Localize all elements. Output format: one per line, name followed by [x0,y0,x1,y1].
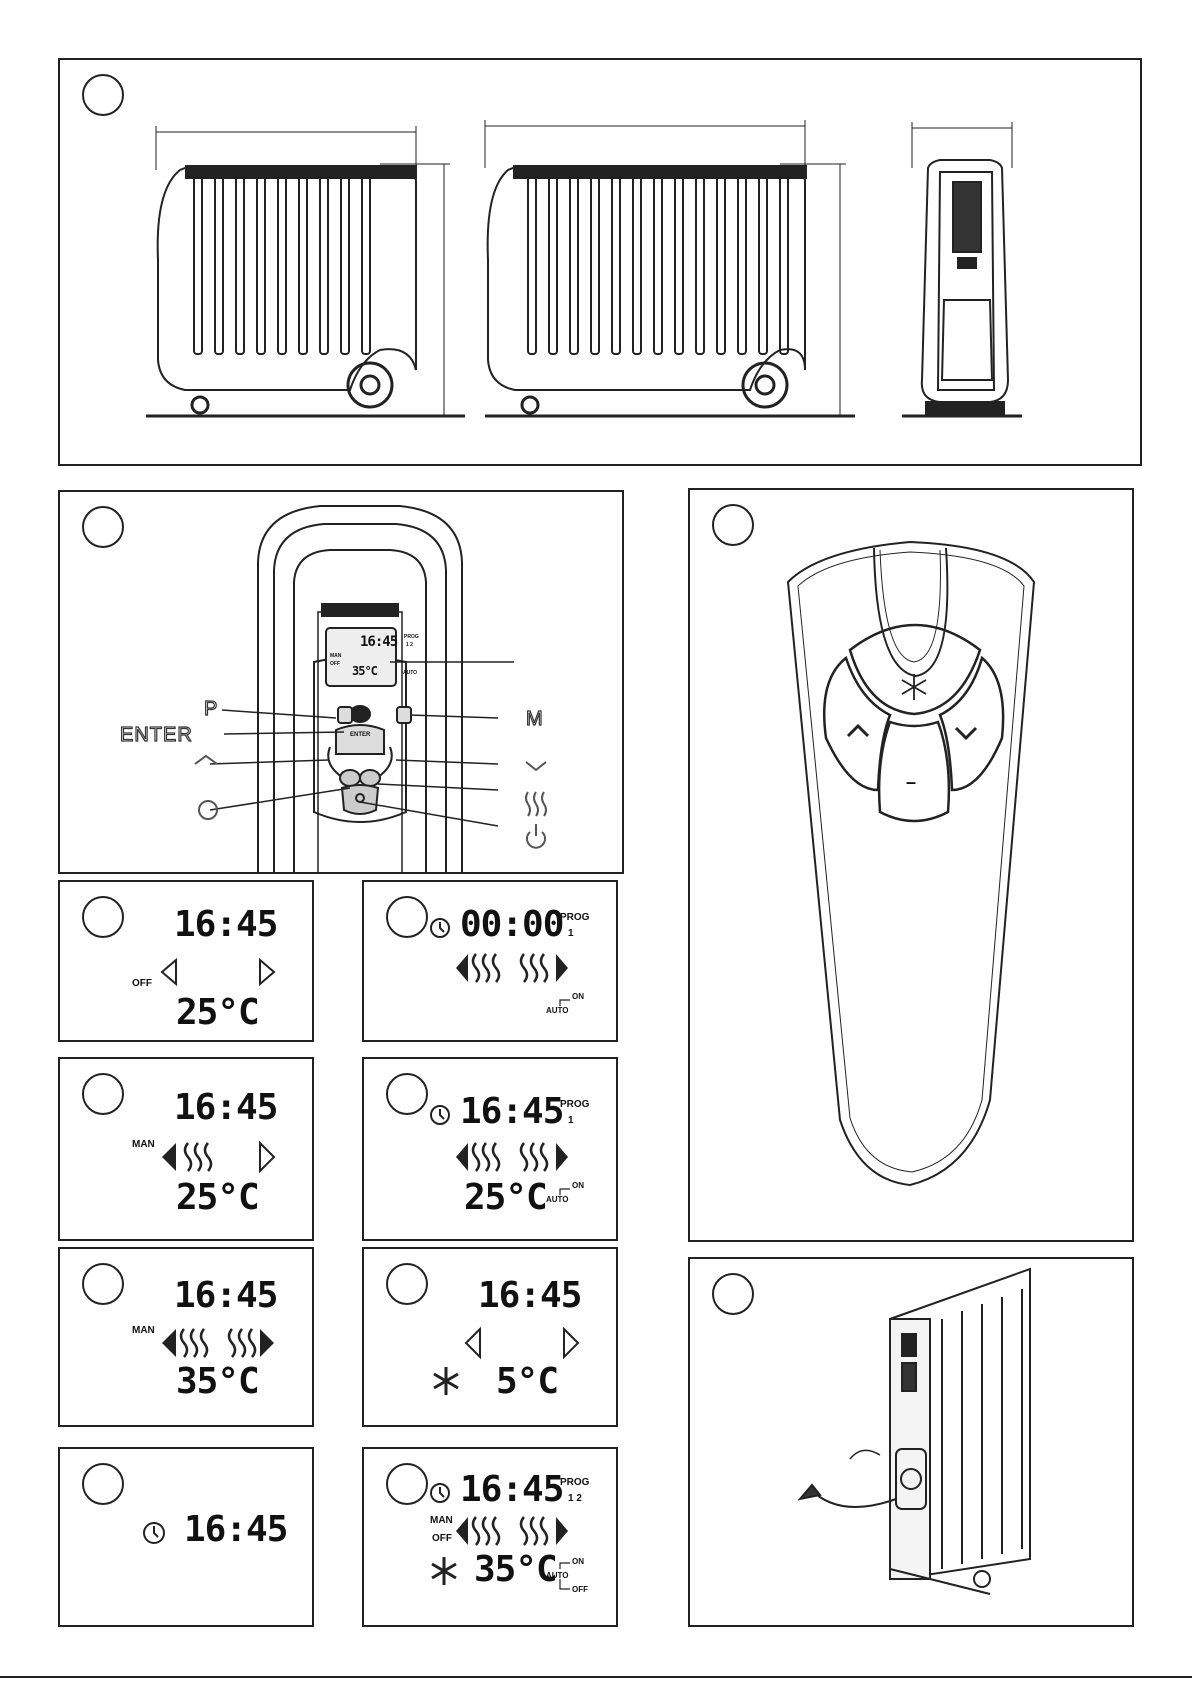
up-arrow-key-icon [848,726,868,736]
screen-full-display-auto: AUTO [546,1571,569,1580]
screen-program-active-time: 16:45 [460,1091,563,1132]
radiator-fin [549,176,557,354]
screen-full-display-temp: 35°C [474,1549,557,1590]
snowflake-icon [902,674,926,700]
radiator-fin [257,176,265,354]
heater-fins-large [528,176,788,354]
radiator-fin [320,176,328,354]
screen-clock-time: 16:45 [184,1509,287,1550]
radiator-fin [759,176,767,354]
screen-program-set-time: 00:00 [460,904,563,945]
control-panel-drawing [60,492,624,874]
screen-full-display: 16:45 PROG 1 2 MAN OFF 35°C ON AUTO OFF [362,1447,618,1627]
screen-program-active-prog-num: 1 [568,1115,574,1126]
radiator-fin [194,176,202,354]
minus-key-label[interactable]: – [906,772,916,793]
control-panel-figure: 16:45 PROG 1 2 MAN OFF 35°C AUTO ENTER P… [58,490,624,874]
dimensions-panel [58,58,1142,466]
screen-frost: 16:45 5°C [362,1247,618,1427]
screen-program-active: 16:45 PROG 1 25°C ON AUTO [362,1057,618,1241]
control-closeup-figure: – [688,488,1134,1242]
screen-program-set: 00:00 PROG 1 ON AUTO [362,880,618,1042]
screen-off: 16:45 OFF 25°C [58,880,314,1042]
control-closeup-drawing [690,490,1134,1242]
screen-full-display-prog-num: 1 2 [568,1493,582,1504]
screen-program-active-temp: 25°C [464,1177,547,1218]
label-p: P [204,698,218,721]
screen-full-display-on: ON [572,1557,584,1566]
screen-manual-35: 16:45 MAN 35°C [58,1247,314,1427]
heater-front-small [156,126,450,416]
screen-full-display-man: MAN [430,1515,453,1526]
lcd-temp-mini: 35°C [352,664,377,678]
screen-full-display-off: OFF [432,1533,452,1544]
screen-off-temp: 25°C [176,992,259,1033]
down-arrow-icon [526,762,546,770]
heater-fins-small [194,176,370,354]
screen-program-set-on: ON [572,992,584,1001]
radiator-fin [612,176,620,354]
down-arrow-key-icon [956,728,976,738]
screen-program-active-on: ON [572,1181,584,1190]
radiator-fin [299,176,307,354]
radiator-fin [362,176,370,354]
lcd-time-mini: 16:45 [360,634,397,650]
lcd-man-mini: MAN [330,653,341,659]
cable-storage-drawing [690,1259,1134,1627]
radiator-fin [341,176,349,354]
screen-program-set-prog-num: 1 [568,928,574,939]
lcd-auto-mini: AUTO [403,670,417,676]
radiator-fin [278,176,286,354]
screen-frost-temp: 5°C [496,1361,558,1402]
screen-full-display-off2: OFF [572,1585,588,1594]
power-icon [527,824,545,848]
screen-manual-35-temp: 35°C [176,1361,259,1402]
radiator-fin [654,176,662,354]
screen-full-display-time: 16:45 [460,1469,563,1510]
screen-manual-25: 16:45 MAN 25°C [58,1057,314,1241]
screen-manual-25-temp: 25°C [176,1177,259,1218]
radiator-fin [780,176,788,354]
up-arrow-icon [195,756,217,764]
label-m: M [526,708,544,731]
radiator-fin [528,176,536,354]
radiator-fin [696,176,704,354]
label-enter: ENTER [120,724,193,747]
cable-storage-figure [688,1257,1134,1627]
radiator-fin [215,176,223,354]
heat-icon [526,792,546,816]
enter-key-label[interactable]: ENTER [350,732,370,738]
snowflake-icon [432,1557,456,1585]
screen-program-set-prog: PROG [560,912,589,923]
heater-side-view [902,122,1022,416]
radiator-fin [738,176,746,354]
radiator-fin [591,176,599,354]
radiator-fin [633,176,641,354]
radiator-fin [717,176,725,354]
dimensions-drawing [60,60,1142,466]
screen-frost-icons [364,1249,618,1427]
radiator-fin [236,176,244,354]
radiator-fin [675,176,683,354]
page-bottom-rule [0,1676,1192,1678]
lcd-prog-mini: PROG [404,634,419,640]
heater-front-large [485,120,846,416]
screen-full-display-prog: PROG [560,1477,589,1488]
screen-clock: 16:45 [58,1447,314,1627]
snowflake-icon [434,1367,458,1395]
screen-program-active-auto: AUTO [546,1195,569,1204]
lcd-prog-num-mini: 1 2 [406,642,413,648]
screen-program-active-prog: PROG [560,1099,589,1110]
radiator-fin [570,176,578,354]
screen-program-set-auto: AUTO [546,1006,569,1015]
lcd-off-mini: OFF [330,661,340,667]
